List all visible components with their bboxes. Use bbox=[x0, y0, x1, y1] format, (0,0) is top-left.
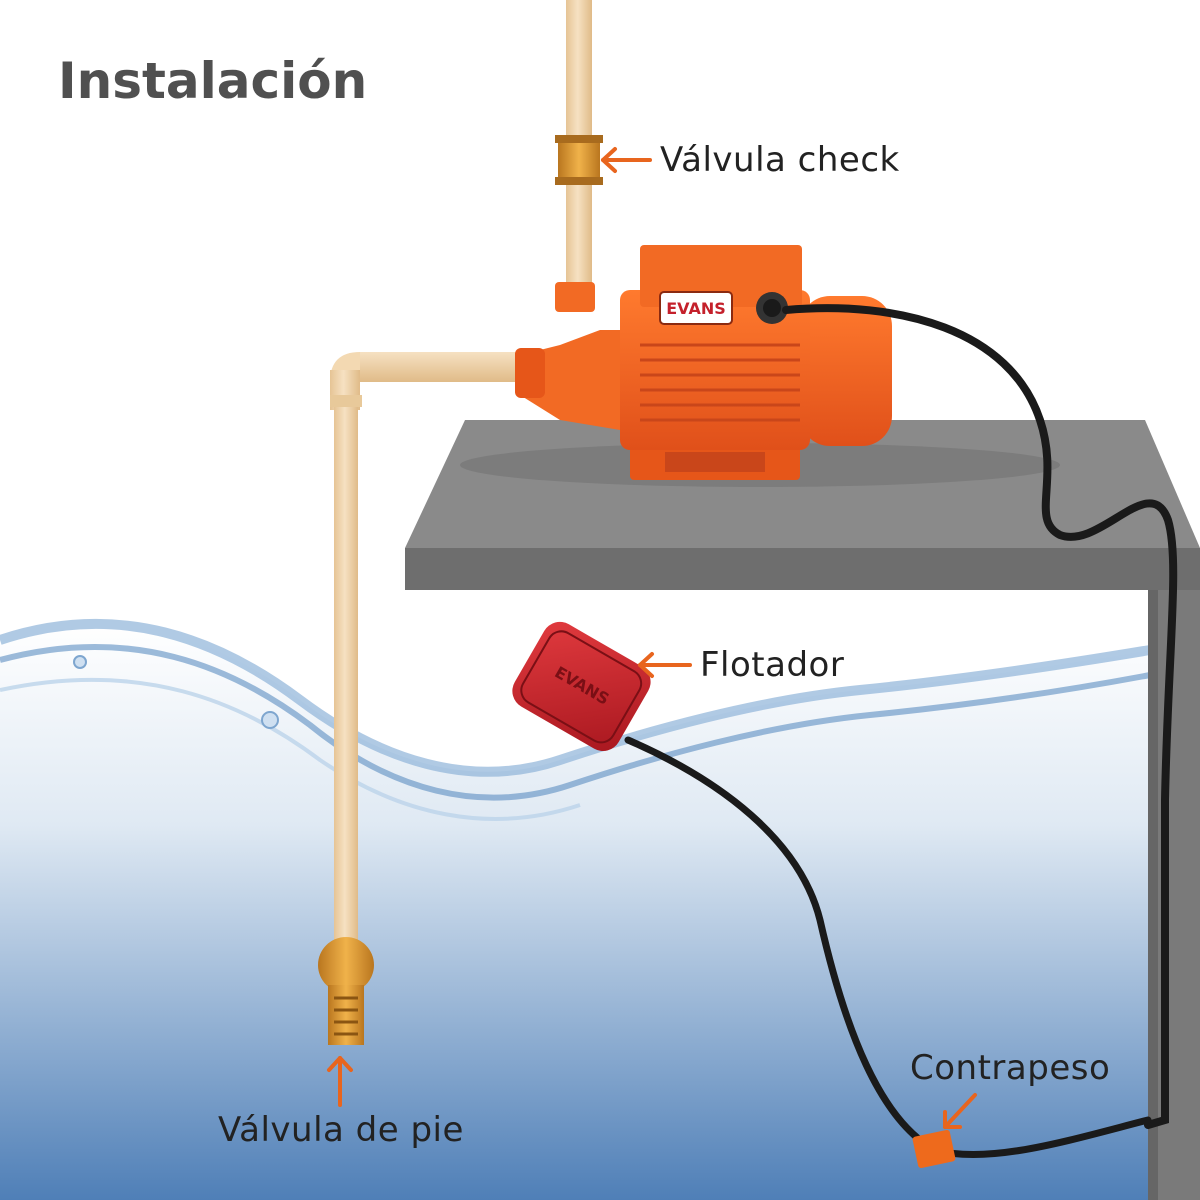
pump: EVANS bbox=[460, 245, 1060, 487]
float-switch-label: Flotador bbox=[700, 645, 845, 685]
check-valve-body bbox=[558, 135, 600, 185]
counterweight bbox=[912, 1129, 956, 1169]
suction-pipe bbox=[330, 352, 530, 940]
pump-brand-logo: EVANS bbox=[666, 299, 726, 318]
float-switch: EVANS bbox=[512, 621, 651, 751]
discharge-pipe bbox=[555, 0, 603, 300]
check-valve-label: Válvula check bbox=[660, 140, 900, 180]
table bbox=[405, 420, 1200, 1200]
float-cable bbox=[624, 736, 1152, 1159]
foot-valve-arrow bbox=[327, 1056, 353, 1107]
check-valve-arrow bbox=[601, 147, 652, 173]
float-arrow bbox=[638, 652, 692, 678]
page-title: Instalación bbox=[58, 52, 368, 110]
counterweight-arrow bbox=[943, 1093, 977, 1129]
counterweight-label: Contrapeso bbox=[910, 1048, 1111, 1088]
foot-valve bbox=[318, 937, 374, 1045]
pump-cable bbox=[782, 304, 1178, 1129]
foot-valve-label: Válvula de pie bbox=[218, 1110, 464, 1150]
